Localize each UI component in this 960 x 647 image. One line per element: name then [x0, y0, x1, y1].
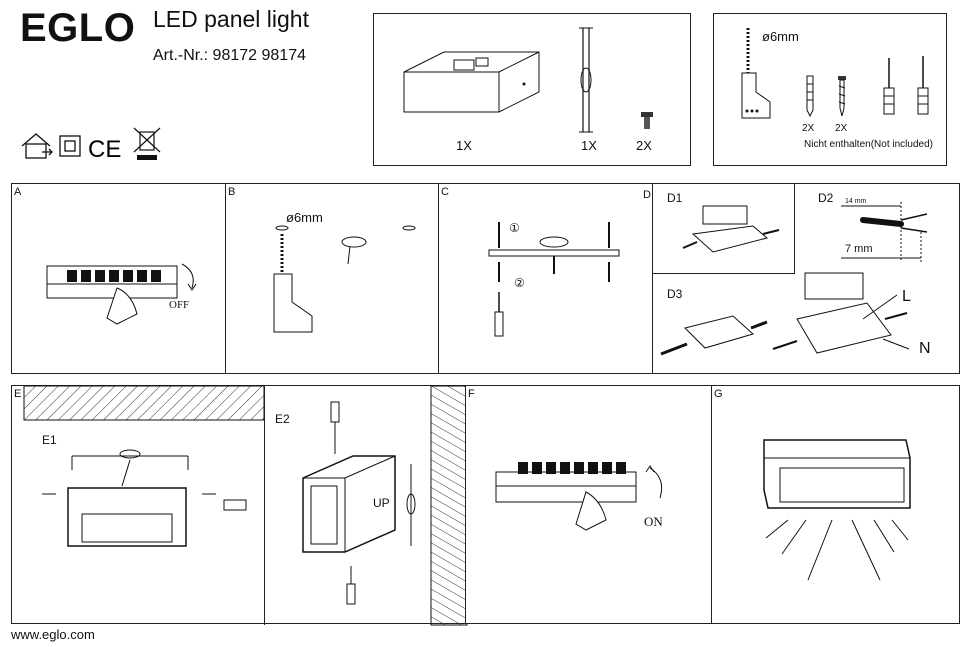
- article-number: Art.-Nr.: 98172 98174: [153, 47, 306, 64]
- step-c-panel: C ① ②: [438, 183, 652, 374]
- step-f-panel: F ON: [465, 385, 711, 624]
- flat-screwdriver-icon: [883, 58, 895, 115]
- e2-label: E2: [275, 412, 290, 426]
- panel-housing-icon: [403, 51, 540, 113]
- drill-size-label: ø6mm: [762, 29, 799, 44]
- mounting-bracket-icon: [579, 27, 593, 133]
- drill-icon: [741, 28, 771, 119]
- circuit-breaker-off-illustration: [46, 263, 197, 325]
- wall-plug-icon: [806, 75, 814, 118]
- not-included-note: Nicht enthalten(Not included): [804, 139, 933, 150]
- step-d-label: D: [643, 189, 651, 201]
- wood-screw-icon: [838, 76, 846, 117]
- step-g-panel: G: [711, 385, 960, 624]
- circuit-breaker-on-illustration: [495, 462, 663, 531]
- drill-size-label-b: ø6mm: [286, 210, 323, 225]
- weee-bin-icon: [133, 127, 161, 160]
- footer-website[interactable]: www.eglo.com: [11, 627, 95, 642]
- on-label: ON: [644, 514, 663, 529]
- wall-hatch: [430, 385, 468, 626]
- step-d-panel: D D1 D2 14 mm 7 mm D3 L N: [643, 183, 960, 374]
- step-a-panel: A OFF: [11, 183, 225, 374]
- strip-length-7mm: 7 mm: [845, 243, 873, 255]
- indoor-use-icon: [21, 133, 53, 159]
- phillips-screwdriver-icon: [917, 56, 929, 115]
- terminal-block-closed-illustration: [660, 315, 768, 356]
- screw-icon: [641, 112, 653, 129]
- step-b-panel: B ø6mm: [225, 183, 438, 374]
- off-label: OFF: [169, 299, 190, 311]
- product-title: LED panel light: [153, 6, 309, 32]
- step-g-label: G: [714, 388, 723, 400]
- d1-label: D1: [667, 191, 683, 205]
- d1-subpanel: [653, 184, 795, 274]
- up-direction-label: UP: [373, 496, 390, 510]
- package-contents-box: 1X 1X 2X: [373, 13, 691, 166]
- step-1-marker: ①: [509, 221, 520, 235]
- lit-panel-illustration: [763, 439, 911, 581]
- e1-label: E1: [42, 433, 57, 447]
- wall-mount-e2-illustration: [302, 401, 416, 605]
- strip-length-14mm: 14 mm: [845, 198, 867, 205]
- qty-wood-screws: 2X: [835, 123, 848, 134]
- step-c-label: C: [441, 186, 449, 198]
- qty-bracket: 1X: [581, 138, 597, 153]
- brand-logo: EGLO: [20, 6, 136, 50]
- step-f-label: F: [468, 388, 475, 400]
- qty-screws: 2X: [636, 138, 652, 153]
- qty-housing: 1X: [456, 138, 472, 153]
- protection-class-icon: [59, 135, 81, 157]
- e1-e2-divider: [264, 386, 265, 625]
- step-b-label: B: [228, 186, 236, 198]
- terminal-block-wired-illustration: [772, 272, 910, 354]
- live-wire-label: L: [902, 288, 911, 305]
- ce-mark-icon: CE: [88, 136, 121, 163]
- ceiling-mount-e1-illustration: [42, 449, 247, 547]
- d3-label: D3: [667, 287, 683, 301]
- step-2-marker: ②: [514, 276, 525, 290]
- certification-icons: CE: [21, 127, 161, 163]
- tools-box: ø6mm 2X 2X Nicht enthalten(Not included): [713, 13, 947, 166]
- bracket-mounting-illustration: [488, 222, 620, 337]
- step-a-label: A: [14, 186, 22, 198]
- ceiling-hatch: [23, 385, 265, 421]
- neutral-wire-label: N: [919, 340, 931, 357]
- terminal-block-open-illustration: [682, 205, 780, 253]
- d2-label: D2: [818, 191, 834, 205]
- qty-wall-plugs: 2X: [802, 123, 815, 134]
- step-e-label: E: [14, 388, 22, 400]
- wire-strip-illustration: [841, 202, 928, 262]
- drilling-illustration: [273, 225, 416, 333]
- step-e-panel: E E1 E2 UP: [11, 385, 468, 626]
